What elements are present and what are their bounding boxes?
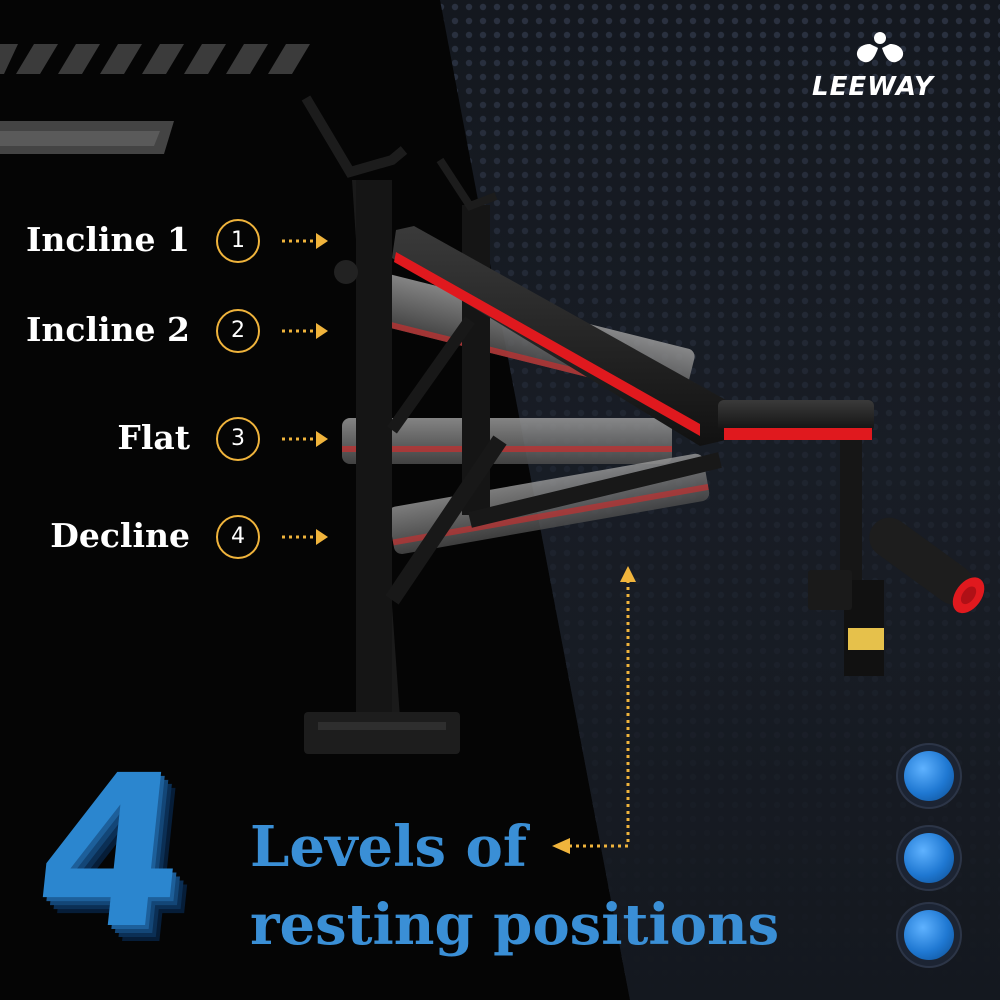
position-number-3: 3: [216, 417, 260, 461]
position-arrowheads: [316, 233, 328, 545]
headline-line-2: resting positions: [250, 892, 780, 958]
position-number-1: 1: [216, 219, 260, 263]
indicator-dot: [904, 833, 954, 883]
position-label-incline-2: Incline 2: [25, 310, 190, 349]
brand-name: LEEWAY: [812, 72, 934, 102]
position-label-flat: Flat: [117, 418, 190, 457]
leeway-butterfly-logo: [856, 32, 904, 63]
weight-bench: [301, 95, 985, 754]
position-number-4: 4: [216, 515, 260, 559]
connector-arrow: [552, 566, 636, 854]
headline-number: 4: [25, 730, 198, 975]
dotted-panel: [440, 0, 1000, 1000]
position-arrows: [282, 239, 318, 539]
position-label-incline-1: Incline 1: [25, 220, 190, 259]
position-number-2: 2: [216, 309, 260, 353]
stripe-decoration: [0, 44, 310, 154]
indicator-dot: [904, 751, 954, 801]
indicator-dot: [904, 910, 954, 960]
headline-line-1: Levels of: [250, 814, 527, 880]
position-label-decline: Decline: [50, 516, 190, 555]
